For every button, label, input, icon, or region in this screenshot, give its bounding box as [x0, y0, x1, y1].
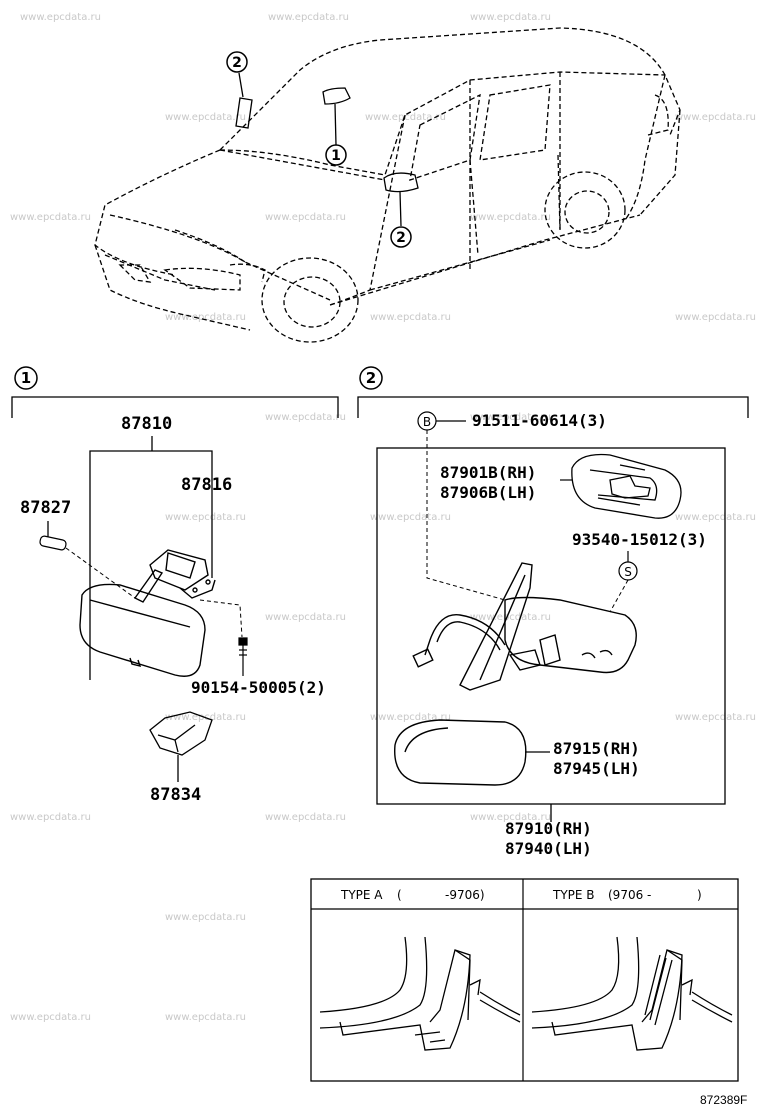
callout-2-car: 2	[390, 226, 412, 248]
car-mirror-parts	[235, 72, 419, 227]
part-93540-15012: 93540-15012(3)	[572, 530, 707, 549]
watermark: www.epcdata.ru	[370, 312, 451, 323]
section-2-number: 2	[366, 369, 376, 387]
section-2-badge	[359, 366, 383, 390]
part-87827: 87827	[20, 498, 71, 518]
bulb-87827	[39, 535, 67, 551]
outer-mirror-location-left	[235, 97, 253, 129]
outer-mirror-body	[412, 562, 637, 691]
section-1-bracket	[11, 396, 339, 418]
watermark: www.epcdata.ru	[10, 812, 91, 823]
section-2: 2 B 91511-60614(3) 87901B(RH) 87906B(LH)…	[357, 366, 749, 858]
part-87940: 87940(LH)	[505, 839, 592, 858]
watermark: www.epcdata.ru	[165, 112, 246, 123]
section-1-badge	[14, 366, 38, 390]
part-87810: 87810	[121, 414, 172, 434]
watermark: www.epcdata.ru	[470, 212, 551, 223]
type-a-name: TYPE A	[340, 888, 383, 902]
part-87906b: 87906B(LH)	[440, 483, 536, 502]
watermark: www.epcdata.ru	[165, 512, 246, 523]
inner-rear-view-mirror	[79, 549, 216, 677]
watermark: www.epcdata.ru	[470, 612, 551, 623]
type-a-open: (	[397, 888, 402, 902]
section-2-bracket	[357, 396, 749, 418]
type-table: TYPE A ( -9706) TYPE B (9706 - )	[310, 878, 739, 1082]
watermark: www.epcdata.ru	[265, 812, 346, 823]
part-87816: 87816	[181, 475, 232, 495]
watermark: www.epcdata.ru	[265, 412, 346, 423]
car-illustration	[94, 27, 681, 343]
leader-line	[334, 103, 337, 146]
mirror-cover-87915	[394, 719, 527, 786]
watermark: www.epcdata.ru	[675, 312, 756, 323]
watermark: www.epcdata.ru	[675, 712, 756, 723]
watermark: www.epcdata.ru	[470, 12, 551, 23]
svg-text:1: 1	[331, 148, 341, 164]
section-1: 1 87810 87816 87827	[11, 366, 339, 805]
inner-mirror-location	[322, 87, 351, 105]
type-b-name: TYPE B	[552, 888, 595, 902]
watermark: www.epcdata.ru	[268, 12, 349, 23]
mirror-glass-87901b	[571, 453, 682, 519]
callout-2-top: 2	[226, 51, 248, 73]
watermark: www.epcdata.ru	[165, 1012, 246, 1023]
watermark: www.epcdata.ru	[470, 412, 551, 423]
watermark: www.epcdata.ru	[675, 512, 756, 523]
screw-90154	[238, 637, 248, 676]
symbol-b-label: B	[423, 415, 431, 429]
cover-87834	[149, 711, 213, 756]
watermark: www.epcdata.ru	[370, 512, 451, 523]
outer-mirror-location-right	[383, 172, 419, 193]
watermark: www.epcdata.ru	[265, 212, 346, 223]
watermark: www.epcdata.ru	[10, 1012, 91, 1023]
svg-text:2: 2	[232, 55, 242, 71]
section-1-number: 1	[21, 369, 31, 387]
mirror-assembly-box	[376, 447, 726, 805]
part-87910: 87910(RH)	[505, 819, 592, 838]
watermark: www.epcdata.ru	[365, 112, 446, 123]
figure-id: 872389F	[700, 1093, 747, 1107]
watermark-layer: www.epcdata.ru www.epcdata.ru www.epcdat…	[10, 12, 756, 1023]
leader-line	[238, 72, 244, 98]
watermark: www.epcdata.ru	[265, 612, 346, 623]
watermark: www.epcdata.ru	[20, 12, 101, 23]
watermark: www.epcdata.ru	[470, 812, 551, 823]
type-b-close: )	[697, 888, 702, 902]
type-a-range: -9706)	[445, 888, 485, 902]
watermark: www.epcdata.ru	[675, 112, 756, 123]
watermark: www.epcdata.ru	[165, 312, 246, 323]
type-b-range: (9706 -	[608, 888, 651, 902]
svg-text:2: 2	[396, 230, 406, 246]
type-b-illustration	[531, 936, 733, 1051]
watermark: www.epcdata.ru	[165, 912, 246, 923]
type-a-illustration	[319, 936, 521, 1051]
symbol-s-label: S	[624, 565, 632, 579]
watermark: www.epcdata.ru	[10, 212, 91, 223]
part-87834: 87834	[150, 785, 201, 805]
part-87901b: 87901B(RH)	[440, 463, 536, 482]
part-90154-50005: 90154-50005(2)	[191, 678, 326, 697]
part-87945: 87945(LH)	[553, 759, 640, 778]
leader-line	[399, 191, 402, 227]
callout-1-car: 1	[325, 144, 347, 166]
part-87915: 87915(RH)	[553, 739, 640, 758]
watermark: www.epcdata.ru	[370, 712, 451, 723]
part-91511-60614: 91511-60614(3)	[472, 411, 607, 430]
